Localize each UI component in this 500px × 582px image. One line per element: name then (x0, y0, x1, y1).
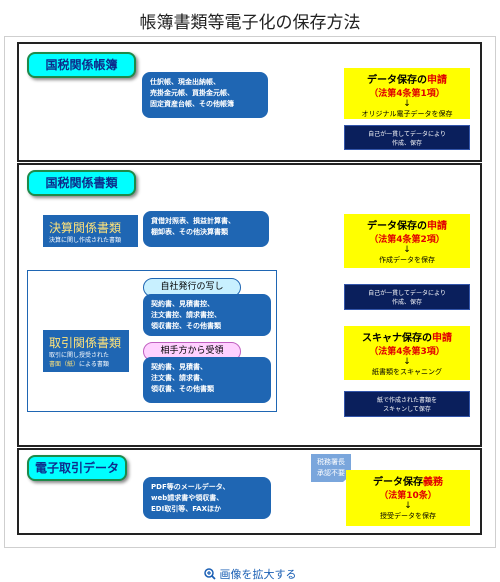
jisha-item: 契約書、見積書控、 (151, 300, 214, 308)
aite-item: 注文書、請求書、 (151, 374, 207, 382)
electronic-item: web請求書や領収書、 (151, 494, 224, 502)
page-title: 帳簿書類等電子化の保存方法 (139, 13, 361, 33)
enlarge-image-link[interactable]: 画像を拡大する (0, 566, 500, 582)
result-text: オリジナル電子データを保存 (361, 110, 453, 118)
result-law: （法第4条第3項） (369, 347, 445, 357)
result-scanner: スキャナ保存の申請 （法第4条第3項） ↓ 紙書類をスキャニング (344, 326, 470, 380)
jisha-item: 領収書控、その他書類 (151, 322, 221, 330)
result-title: データ保存の (367, 75, 427, 86)
electronic-item: PDF等のメールデータ、 (151, 483, 230, 491)
books-item: 仕訳帳、現金出納帳、 (150, 78, 220, 86)
result-documents-data: データ保存の申請 （法第4条第2項） ↓ 作成データを保存 (344, 214, 470, 268)
down-arrow-icon: ↓ (403, 99, 411, 109)
books-items: 仕訳帳、現金出納帳、 売掛金元帳、買掛金元帳、 固定資産台帳、その他帳簿 (142, 72, 268, 118)
note-line: 作成、保存 (391, 140, 422, 147)
result-text: 作成データを保存 (379, 256, 435, 264)
note-line: 自己が一貫してデータにより (368, 131, 446, 138)
kessan-item: 棚卸表、その他決算書類 (151, 228, 228, 236)
header-books: 国税関係帳簿 (27, 52, 136, 78)
aite-item: 契約書、見積書、 (151, 363, 207, 371)
aite-items: 契約書、見積書、 注文書、請求書、 領収書、その他書類 (143, 357, 271, 403)
torihiki-group (27, 270, 277, 412)
kessan-box: 決算関係書類 決算に関し作成された書類 (43, 215, 138, 247)
electronic-item: EDI取引等、FAXほか (151, 505, 221, 513)
tag-line: 税務署長 (317, 458, 345, 466)
kessan-sub: 決算に関し作成された書類 (49, 237, 122, 244)
books-item: 売掛金元帳、買掛金元帳、 (150, 89, 234, 97)
down-arrow-icon: ↓ (403, 357, 411, 367)
torihiki-box: 取引関係書類 取引に関し授受された 書面（紙）による書類 (43, 330, 129, 372)
result-law: （法第4条第1項） (369, 89, 445, 99)
aite-item: 領収書、その他書類 (151, 385, 214, 393)
tag-line: 承認不要 (317, 469, 345, 477)
kessan-item: 貸借対照表、損益計算書、 (151, 217, 235, 225)
figure-frame (4, 36, 496, 548)
note-documents-data: 自己が一貫してデータにより 作成、保存 (344, 284, 470, 310)
note-line: 紙で作成された書類を (376, 397, 437, 404)
result-title-emph: 申請 (427, 75, 447, 86)
enlarge-image-label: 画像を拡大する (219, 568, 297, 581)
note-line: 作成、保存 (391, 299, 422, 306)
books-item: 固定資産台帳、その他帳簿 (150, 100, 234, 108)
jisha-items: 契約書、見積書控、 注文書控、請求書控、 領収書控、その他書類 (143, 294, 271, 336)
torihiki-sub: 取引に関し授受された (49, 352, 110, 359)
kessan-items: 貸借対照表、損益計算書、 棚卸表、その他決算書類 (143, 211, 269, 247)
result-electronic: データ保存義務 （法第10条） ↓ 授受データを保存 (346, 470, 470, 526)
result-title-emph: 申請 (432, 333, 452, 344)
zoom-in-icon (203, 568, 216, 580)
note-line: スキャンして保存 (383, 406, 431, 413)
result-title: データ保存の (367, 221, 427, 232)
torihiki-sub-emph: 書面（紙） (49, 361, 80, 368)
result-title: データ保存 (373, 477, 423, 488)
result-books: データ保存の申請 （法第4条第1項） ↓ オリジナル電子データを保存 (344, 68, 470, 119)
note-books: 自己が一貫してデータにより 作成、保存 (344, 125, 470, 150)
electronic-items: PDF等のメールデータ、 web請求書や領収書、 EDI取引等、FAXほか (143, 477, 271, 519)
down-arrow-icon: ↓ (404, 501, 412, 511)
header-documents: 国税関係書類 (27, 170, 136, 196)
result-law: （法第4条第2項） (369, 235, 445, 245)
note-line: 自己が一貫してデータにより (368, 290, 446, 297)
result-law: （法第10条） (379, 491, 437, 501)
jisha-item: 注文書控、請求書控、 (151, 311, 221, 319)
kessan-title: 決算関係書類 (49, 221, 122, 235)
result-title-emph: 義務 (423, 477, 443, 488)
result-title-emph: 申請 (427, 221, 447, 232)
approval-tag: 税務署長 承認不要 (311, 454, 351, 482)
result-title: スキャナ保存の (362, 333, 432, 344)
note-scanner: 紙で作成された書類を スキャンして保存 (344, 391, 470, 417)
torihiki-sub: による書類 (79, 361, 109, 368)
down-arrow-icon: ↓ (403, 245, 411, 255)
torihiki-title: 取引関係書類 (49, 336, 122, 350)
header-electronic: 電子取引データ (27, 455, 127, 481)
result-text: 紙書類をスキャニング (372, 368, 442, 376)
result-text: 授受データを保存 (380, 512, 436, 520)
